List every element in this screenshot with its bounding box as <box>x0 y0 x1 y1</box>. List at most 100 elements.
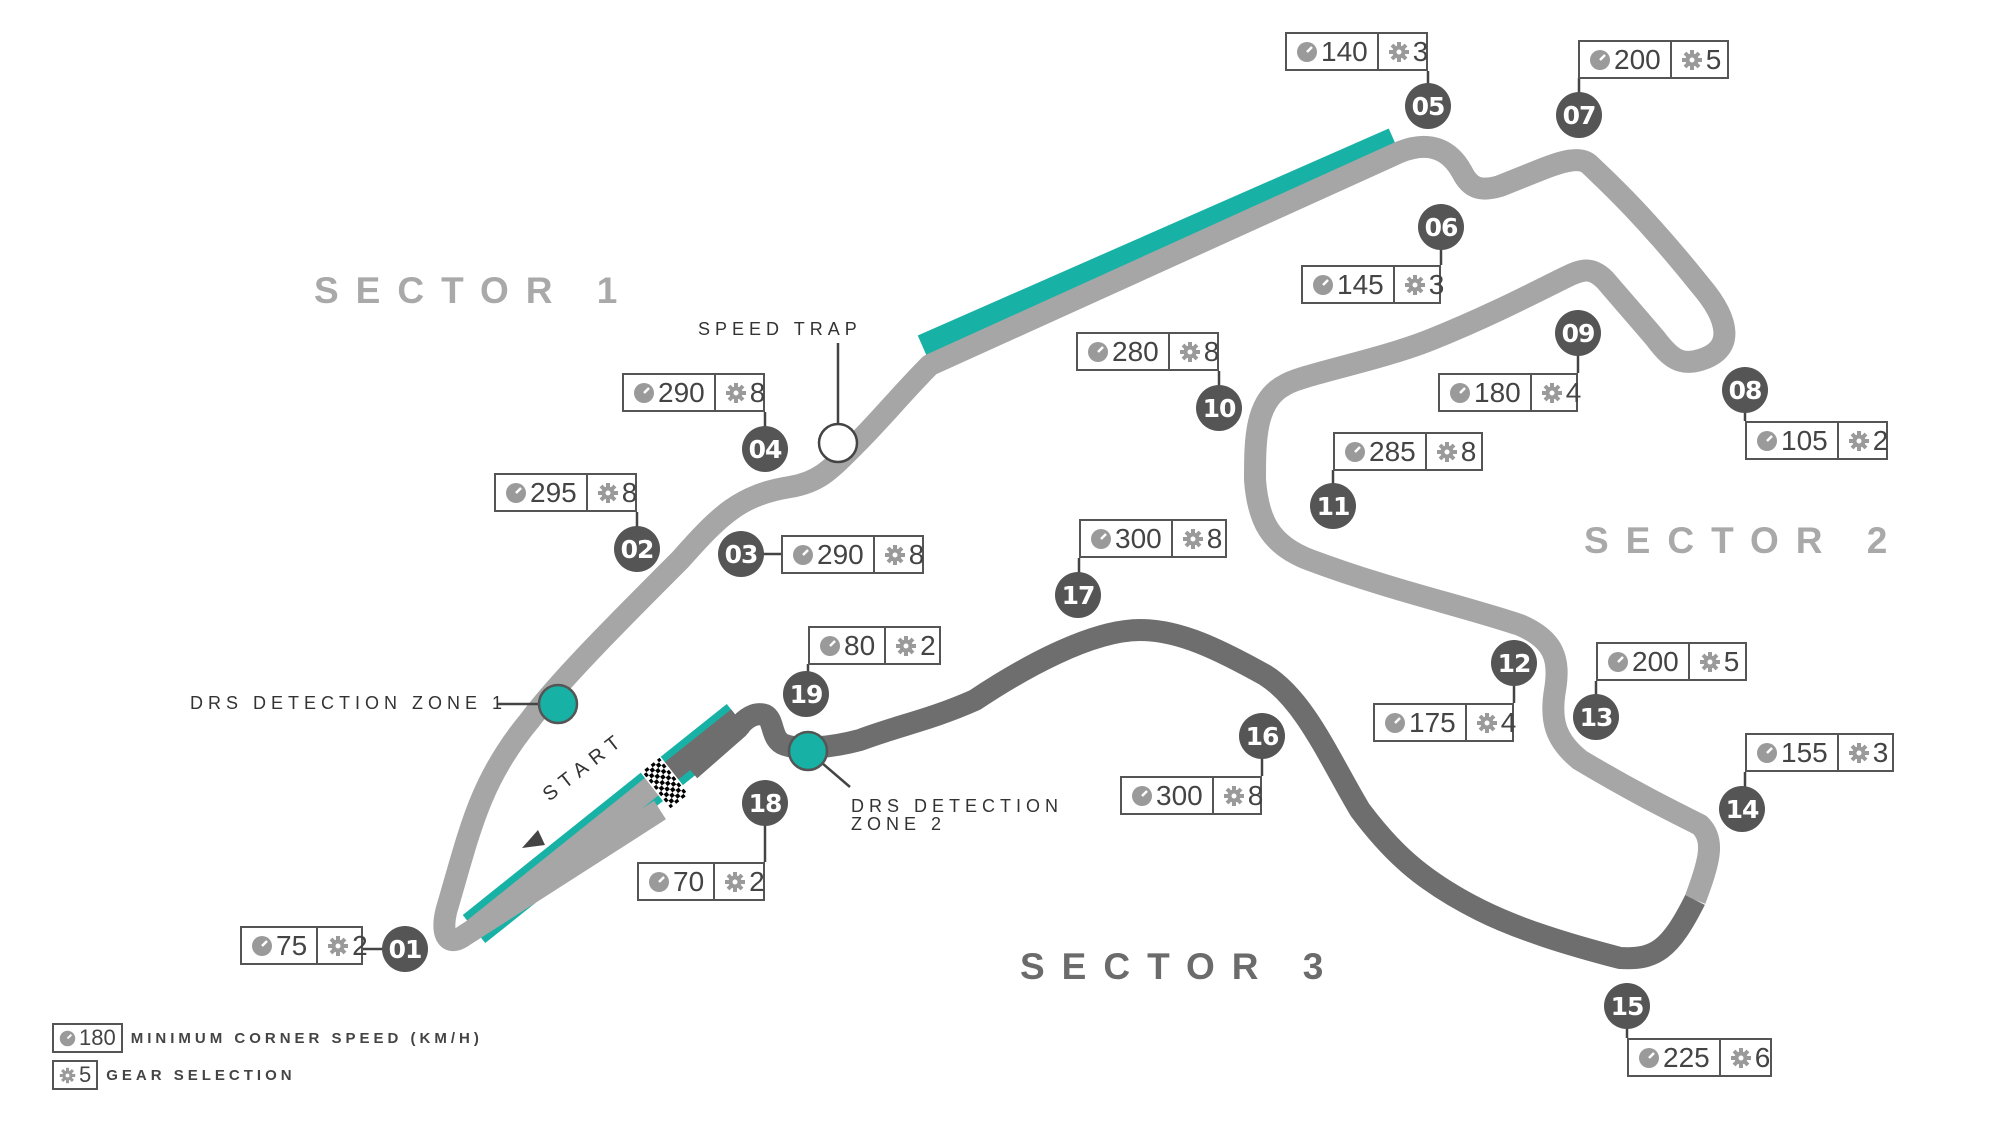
gear-icon <box>1182 528 1203 549</box>
corner-badge[interactable]: 09 <box>1555 310 1601 356</box>
corner-badge[interactable]: 12 <box>1491 640 1537 686</box>
gear-icon <box>1476 712 1497 733</box>
corner-info-box: 300 8 <box>1120 776 1264 815</box>
legend-gear: 5 GEAR SELECTION <box>52 1060 296 1090</box>
speedometer-icon <box>1132 785 1152 806</box>
gear-icon <box>884 544 905 565</box>
gear-selection: 8 <box>908 538 925 570</box>
corner-badge[interactable]: 08 <box>1722 367 1768 413</box>
speedometer-icon <box>1757 742 1777 763</box>
corner-info-box: 225 6 <box>1627 1038 1772 1077</box>
gear-icon <box>1848 430 1869 451</box>
gear-selection: 8 <box>1460 435 1477 467</box>
speedometer-icon <box>1345 441 1365 462</box>
corner-leaders <box>363 71 1747 1038</box>
corner-badge[interactable]: 15 <box>1604 983 1650 1029</box>
corner-info-box: 75 2 <box>240 926 368 965</box>
min-corner-speed: 290 <box>658 376 705 408</box>
gear-icon <box>896 635 917 656</box>
min-corner-speed: 200 <box>1614 43 1661 75</box>
speedometer-icon <box>252 935 272 956</box>
corner-info-box: 285 8 <box>1333 432 1483 471</box>
gear-selection: 8 <box>621 476 638 508</box>
track-sector-1-2 <box>433 135 1736 951</box>
gear-icon <box>725 871 746 892</box>
gear-selection: 8 <box>1206 522 1223 554</box>
min-corner-speed: 175 <box>1409 706 1456 738</box>
min-corner-speed: 75 <box>276 929 308 961</box>
track-sector-3 <box>682 619 1705 970</box>
gear-selection: 2 <box>920 629 936 661</box>
speedometer-icon <box>820 635 840 656</box>
corner-badge[interactable]: 04 <box>742 426 788 472</box>
start-finish-line-icon <box>639 755 691 811</box>
corner-badge[interactable]: 13 <box>1573 694 1619 740</box>
corner-info-box: 70 2 <box>637 862 765 901</box>
main-straight <box>467 771 667 938</box>
gear-icon <box>1388 41 1409 62</box>
drs-detection-zone-2-label-line2: ZONE 2 <box>851 814 947 834</box>
speedometer-icon <box>793 544 813 565</box>
min-corner-speed: 300 <box>1156 779 1203 811</box>
corner-badge[interactable]: 02 <box>614 526 660 572</box>
gear-icon <box>1541 382 1562 403</box>
corner-badge[interactable]: 03 <box>718 531 764 577</box>
start-arrow-icon <box>522 830 545 848</box>
corner-info-box: 290 8 <box>622 373 765 412</box>
speedometer-icon <box>634 382 654 403</box>
gear-icon <box>1730 1047 1751 1068</box>
sector-3-label: SECTOR 3 <box>1020 946 1341 987</box>
corner-badge[interactable]: 14 <box>1719 786 1765 832</box>
speed-trap-marker-icon <box>817 422 859 464</box>
drs-detection-point-2-icon <box>787 730 829 772</box>
min-corner-speed: 290 <box>817 538 864 570</box>
corner-badge[interactable]: 11 <box>1310 483 1356 529</box>
gear-icon <box>1179 341 1200 362</box>
min-corner-speed: 140 <box>1321 35 1368 67</box>
gear-selection: 2 <box>1872 424 1889 456</box>
speedometer-icon <box>1608 651 1628 672</box>
corner-badge[interactable]: 18 <box>742 780 788 826</box>
corner-info-box: 140 3 <box>1285 32 1428 71</box>
min-corner-speed: 105 <box>1781 424 1828 456</box>
legend-gear-example: 5 <box>79 1062 92 1087</box>
main-straight-pre-line <box>653 709 745 789</box>
corner-badge[interactable]: 10 <box>1196 385 1242 431</box>
gear-selection: 2 <box>352 929 368 961</box>
min-corner-speed: 200 <box>1632 645 1679 677</box>
corner-badge[interactable]: 07 <box>1556 92 1602 138</box>
corner-badge[interactable]: 16 <box>1239 713 1285 759</box>
gear-icon <box>1681 49 1702 70</box>
gear-selection: 8 <box>1203 335 1220 367</box>
legend-speed-box: 180 <box>52 1023 123 1053</box>
corner-info-box: 80 2 <box>808 626 941 665</box>
gear-icon <box>328 935 349 956</box>
corner-info-box: 290 8 <box>781 535 924 574</box>
corner-badge[interactable]: 01 <box>382 926 428 972</box>
speedometer-icon <box>1088 341 1108 362</box>
gear-selection: 8 <box>1247 779 1264 811</box>
corner-info-box: 145 3 <box>1301 265 1444 304</box>
gear-selection: 4 <box>1500 706 1517 738</box>
corner-info-box: 200 5 <box>1596 642 1747 681</box>
legend-gear-box: 5 <box>52 1060 99 1090</box>
gear-selection: 8 <box>749 376 766 408</box>
corner-badge[interactable]: 19 <box>783 671 829 717</box>
gear-selection: 3 <box>1872 736 1889 768</box>
speedometer-icon <box>1757 430 1777 451</box>
speedometer-icon <box>649 871 669 892</box>
corner-badge[interactable]: 17 <box>1055 572 1101 618</box>
corner-badge[interactable]: 05 <box>1405 83 1451 129</box>
corner-badge[interactable]: 06 <box>1418 204 1464 250</box>
sector-1-label: SECTOR 1 <box>314 270 635 311</box>
drs-detection-point-1-icon <box>537 683 579 725</box>
min-corner-speed: 285 <box>1369 435 1416 467</box>
corner-info-box: 180 4 <box>1438 373 1581 412</box>
gear-selection: 3 <box>1412 35 1429 67</box>
speedometer-icon <box>1385 712 1405 733</box>
min-corner-speed: 295 <box>530 476 577 508</box>
speedometer-icon <box>1639 1047 1659 1068</box>
gear-selection: 3 <box>1428 268 1445 300</box>
legend-gear-label: GEAR SELECTION <box>106 1066 296 1084</box>
